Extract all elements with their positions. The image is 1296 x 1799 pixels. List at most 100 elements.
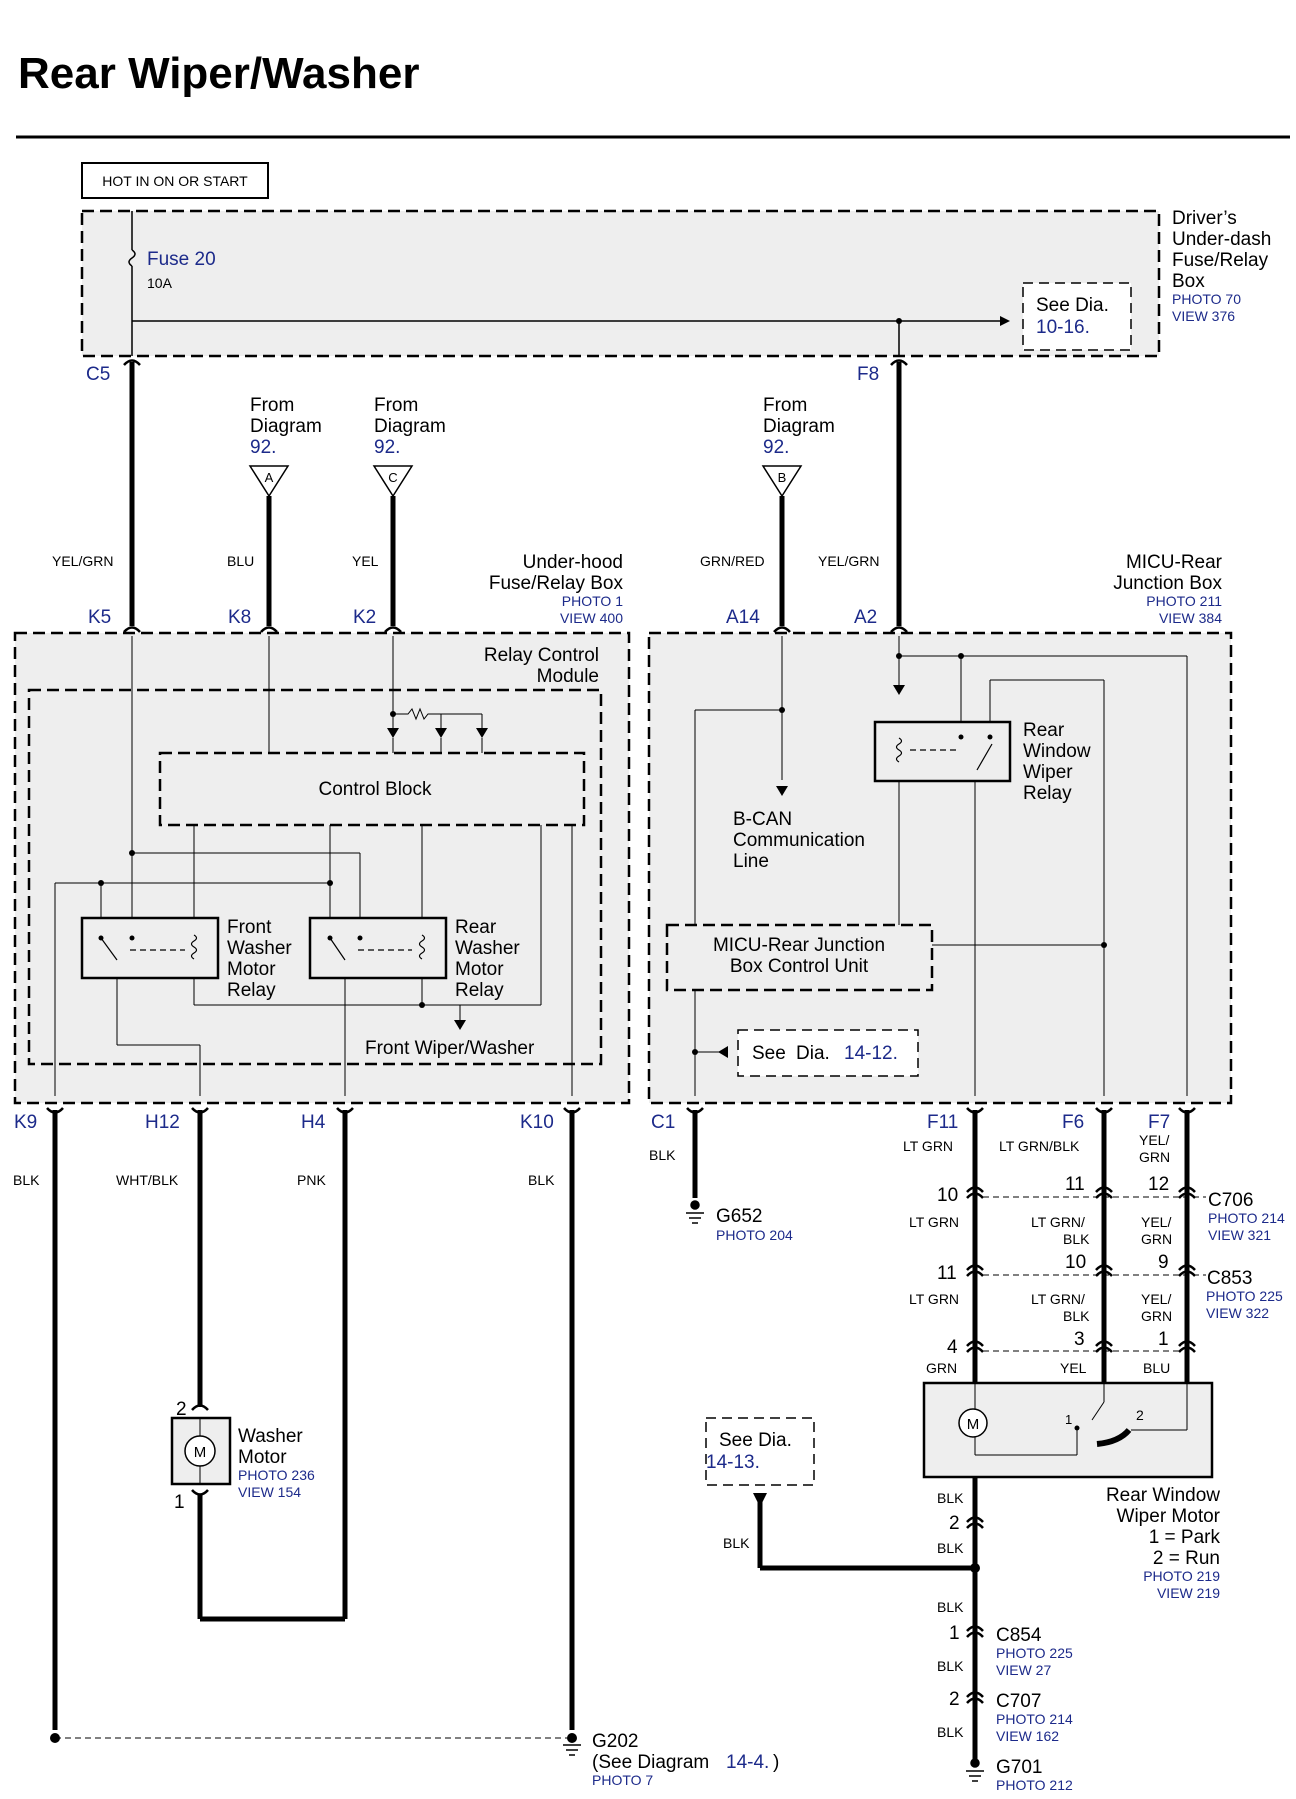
svg-text:K5: K5 (88, 607, 111, 628)
svg-text:Under-dash: Under-dash (1172, 229, 1271, 250)
svg-text:C706: C706 (1208, 1190, 1253, 1211)
g202-label: G202 (See Diagram 14-4. ) PHOTO 7 (592, 1731, 779, 1788)
underhood-label: Under-hood Fuse/Relay Box PHOTO 1 VIEW 4… (489, 552, 624, 626)
driver-fuse-box (80, 209, 1161, 358)
svg-text:92.: 92. (763, 437, 789, 458)
svg-text:PHOTO 225: PHOTO 225 (996, 1645, 1073, 1661)
svg-text:Front: Front (227, 917, 272, 938)
svg-text:10: 10 (1065, 1252, 1086, 1273)
svg-text:Box: Box (1172, 271, 1205, 292)
svg-text:BLK: BLK (937, 1490, 964, 1506)
svg-text:2 = Run: 2 = Run (1153, 1548, 1220, 1569)
rear-motor-label: Rear Window Wiper Motor 1 = Park 2 = Run… (1106, 1485, 1221, 1601)
pins-mid: K5 K8 K2 A14 A2 (88, 607, 877, 628)
svg-text:92.: 92. (374, 437, 400, 458)
bcan-label: B-CAN Communication Line (733, 809, 865, 872)
svg-text:BLK: BLK (723, 1535, 750, 1551)
svg-text:YEL: YEL (1060, 1360, 1087, 1376)
c853-wire-colors: LT GRN LT GRN/ BLK YEL/ GRN (909, 1291, 1172, 1324)
svg-text:GRN/RED: GRN/RED (700, 553, 765, 569)
svg-text:VIEW 321: VIEW 321 (1208, 1227, 1271, 1243)
svg-text:): ) (773, 1752, 779, 1773)
pins-bottom: K9 H12 H4 K10 C1 F11 F6 F7 (14, 1112, 1170, 1133)
c706-wire-colors: LT GRN LT GRN/ BLK YEL/ GRN (909, 1214, 1172, 1247)
lower-wires (52, 1110, 1190, 1760)
svg-text:VIEW 27: VIEW 27 (996, 1662, 1051, 1678)
see-dia-1016-box (1022, 282, 1132, 351)
svg-text:92.: 92. (250, 437, 276, 458)
connector-c (372, 465, 414, 498)
ground-g202 (563, 1744, 581, 1756)
g652-label: G652 (716, 1206, 762, 1227)
svg-text:BLK: BLK (1063, 1231, 1090, 1247)
front-washer-motor-relay (80, 916, 220, 980)
svg-text:VIEW 322: VIEW 322 (1206, 1305, 1269, 1321)
driver-box-label: Driver’s Under-dash Fuse/Relay Box PHOTO… (1172, 208, 1271, 324)
svg-text:YEL/: YEL/ (1141, 1291, 1171, 1307)
svg-text:MICU-Rear: MICU-Rear (1126, 552, 1223, 573)
svg-text:C854: C854 (996, 1625, 1042, 1646)
svg-text:A2: A2 (854, 607, 877, 628)
motor-wire-colors: GRN YEL BLU (926, 1360, 1170, 1376)
svg-text:Diagram: Diagram (763, 416, 835, 437)
relay-module-label: Relay Control Module (484, 645, 599, 687)
svg-text:G202: G202 (592, 1731, 638, 1752)
svg-text:11: 11 (1065, 1174, 1085, 1195)
control-unit-label-1: MICU-Rear Junction (713, 935, 885, 956)
svg-text:GRN: GRN (926, 1360, 957, 1376)
motor-m-icon (958, 1408, 988, 1438)
svg-text:YEL/GRN: YEL/GRN (52, 553, 113, 569)
micu-rear-junction-box (647, 631, 1233, 1105)
svg-text:3: 3 (1074, 1329, 1085, 1350)
svg-text:BLU: BLU (227, 553, 254, 569)
ground-g652 (686, 1200, 704, 1224)
rear-washer-motor-relay (308, 916, 448, 980)
svg-text:PHOTO 1: PHOTO 1 (562, 593, 623, 609)
svg-text:YEL: YEL (352, 553, 379, 569)
pin-c5: C5 (86, 364, 110, 385)
svg-text:Relay: Relay (1023, 783, 1072, 804)
svg-text:LT GRN: LT GRN (903, 1138, 953, 1154)
wire-colors-upper: YEL/GRN BLU YEL GRN/RED YEL/GRN (52, 553, 879, 569)
svg-text:2: 2 (949, 1689, 960, 1710)
svg-text:14-12.: 14-12. (844, 1043, 898, 1064)
svg-text:10-16.: 10-16. (1036, 317, 1090, 338)
svg-text:PHOTO 219: PHOTO 219 (1143, 1568, 1220, 1584)
svg-text:Diagram: Diagram (250, 416, 322, 437)
micu-control-unit (665, 923, 934, 992)
svg-text:From: From (763, 395, 807, 416)
svg-text:Driver’s: Driver’s (1172, 208, 1237, 229)
c853-pins: 11 10 9 (937, 1252, 1169, 1284)
svg-text:Communication: Communication (733, 830, 865, 851)
svg-text:See Dia.: See Dia. (719, 1430, 792, 1451)
svg-text:LT GRN/: LT GRN/ (1031, 1214, 1085, 1230)
svg-text:(See Diagram: (See Diagram (592, 1752, 709, 1773)
fuse-20-symbol (128, 249, 136, 267)
svg-text:Washer: Washer (455, 938, 520, 959)
svg-text:M: M (967, 1416, 980, 1433)
svg-text:GRN: GRN (1141, 1231, 1172, 1247)
svg-text:LT GRN: LT GRN (909, 1291, 959, 1307)
svg-text:H12: H12 (145, 1112, 180, 1133)
c706-label: C706 PHOTO 214 VIEW 321 (1208, 1190, 1285, 1243)
svg-text:BLU: BLU (1143, 1360, 1170, 1376)
rear-relay-label: Rear Washer Motor Relay (455, 917, 520, 1001)
svg-text:Rear: Rear (455, 917, 497, 938)
svg-text:2: 2 (1136, 1407, 1144, 1423)
g701-photo: PHOTO 212 (996, 1777, 1073, 1793)
micu-internal-wires (694, 636, 1188, 1096)
svg-text:PHOTO 214: PHOTO 214 (996, 1711, 1073, 1727)
svg-text:Fuse/Relay: Fuse/Relay (1172, 250, 1269, 271)
svg-text:K2: K2 (353, 607, 376, 628)
svg-text:LT GRN/BLK: LT GRN/BLK (999, 1138, 1080, 1154)
svg-text:Wiper: Wiper (1023, 762, 1073, 783)
svg-text:VIEW 384: VIEW 384 (1159, 610, 1222, 626)
svg-text:WHT/BLK: WHT/BLK (116, 1172, 179, 1188)
svg-text:F7: F7 (1148, 1112, 1170, 1133)
svg-text:GRN: GRN (1139, 1149, 1170, 1165)
svg-text:9: 9 (1158, 1252, 1169, 1273)
svg-text:C: C (388, 470, 397, 485)
wire-colors-lower: BLK WHT/BLK PNK BLK BLK LT GRN LT GRN/BL… (13, 1132, 1170, 1188)
motor-park-cam (1096, 1427, 1132, 1447)
svg-text:BLK: BLK (13, 1172, 40, 1188)
